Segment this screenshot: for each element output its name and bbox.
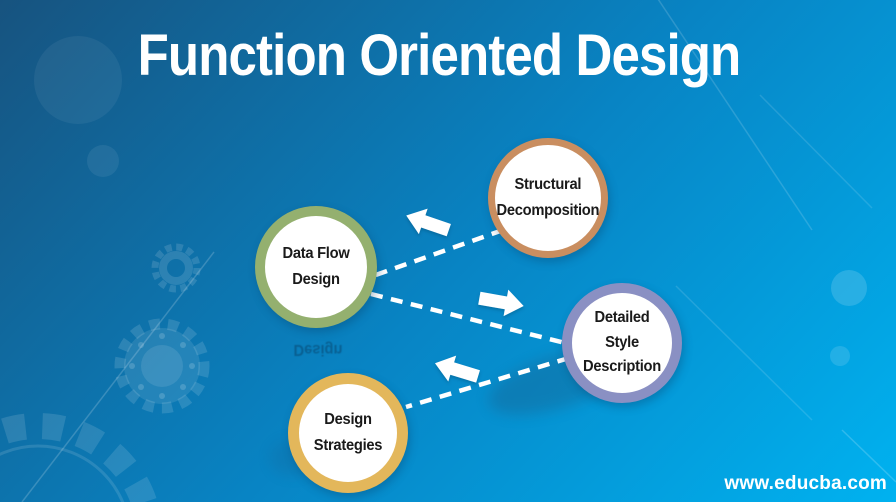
medium-gear-icon [114,318,210,414]
connector-dataflow-to-detailed [370,291,570,347]
node-label: Structural Decomposition [496,176,600,219]
bokeh-circles [34,36,867,366]
node-detailed-style-description: Detailed Style Description [562,283,682,403]
node-label: Data Flow Design [282,245,350,288]
arrow-left-icon [406,208,451,237]
arrow-left-bottom-icon [435,355,480,383]
large-gear-icon [0,413,158,502]
node-label: Detailed Style Description [583,308,661,376]
arrow-right-icon [478,289,524,317]
website-url: www.educba.com [724,473,887,494]
node-label: Design Strategies [313,411,383,454]
small-gear-icon [151,243,201,293]
page-title: Function Oriented Design [137,23,742,88]
node-data-flow-design: Data Flow Design [255,206,377,328]
diagonal-streaks [21,0,896,502]
node-structural-decomposition: Structural Decomposition [488,138,608,258]
connector-structural-to-dataflow [369,227,504,280]
reflection-text: Design [293,341,343,358]
connector-detailed-to-design [405,355,570,410]
node-design-strategies: Design Strategies [288,373,408,493]
